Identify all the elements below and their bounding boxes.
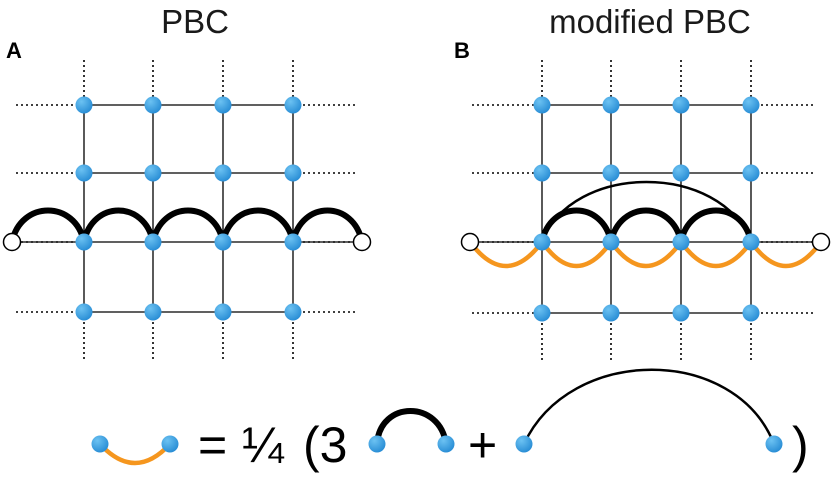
modified-bond [467, 239, 545, 269]
panel-b-title: modified PBC [549, 3, 751, 40]
modified-bond [748, 239, 824, 269]
lattice-site [75, 303, 93, 321]
equation-site [91, 435, 109, 453]
equation-site [515, 435, 533, 453]
lattice-site [144, 96, 162, 114]
lattice-site [144, 233, 162, 251]
panel-b-label: B [454, 38, 470, 63]
lattice-site [533, 96, 551, 114]
lattice-site [75, 233, 93, 251]
equation-site [368, 435, 386, 453]
equation-site [437, 435, 455, 453]
lattice-site [602, 164, 620, 182]
modified-bond [608, 239, 684, 269]
lattice-site [214, 233, 232, 251]
equation-plus: + [468, 417, 497, 473]
lattice-site [742, 96, 760, 114]
nearest-neighbor-bond [9, 207, 87, 245]
ghost-site [2, 232, 22, 252]
nearest-neighbor-bond [539, 207, 614, 245]
panel-a-grid-lines [12, 60, 362, 360]
modified-bond [678, 239, 754, 269]
equation-site [161, 435, 179, 453]
lattice-site [602, 96, 620, 114]
lattice-site [214, 164, 232, 182]
lattice-site [214, 96, 232, 114]
nearest-neighbor-bond [81, 207, 156, 245]
equation-nearest-bond [374, 408, 449, 447]
nearest-neighbor-bond [220, 207, 296, 245]
panel-a-label: A [6, 38, 22, 63]
panel-a-sites [2, 96, 372, 321]
lattice-site [284, 233, 302, 251]
equation: = ¼ (3 + ) [91, 368, 809, 473]
lattice-site [742, 233, 760, 251]
lattice-site [144, 164, 162, 182]
nearest-neighbor-bond [150, 207, 226, 245]
equation-site [765, 435, 783, 453]
lattice-site [672, 233, 690, 251]
nearest-neighbor-bond [608, 207, 684, 245]
panel-b-grid-lines [470, 60, 821, 361]
lattice-site [742, 164, 760, 182]
equation-long-range-bond [522, 368, 776, 446]
lattice-site [144, 303, 162, 321]
modified-bond [539, 239, 614, 269]
panel-b-bonds [467, 180, 824, 269]
equation-modified-bond [97, 441, 173, 466]
equation-fraction: ¼ [242, 417, 285, 473]
lattice-site [672, 96, 690, 114]
ghost-site [811, 232, 831, 252]
panel-b-sites [460, 96, 831, 322]
lattice-site [284, 303, 302, 321]
panel-a-title: PBC [161, 3, 229, 40]
lattice-site [533, 233, 551, 251]
lattice-site [533, 304, 551, 322]
panel-b-lattice [460, 60, 831, 361]
nearest-neighbor-bond [290, 207, 365, 245]
equation-open: (3 [303, 417, 347, 473]
lattice-site [284, 164, 302, 182]
panel-a-bonds [9, 207, 365, 245]
lattice-site [214, 303, 232, 321]
lattice-site [672, 164, 690, 182]
equation-close: ) [792, 417, 809, 473]
lattice-site [533, 164, 551, 182]
lattice-site [672, 304, 690, 322]
lattice-site [742, 304, 760, 322]
equation-equals: = [198, 417, 227, 473]
lattice-site [75, 96, 93, 114]
ghost-site [460, 232, 480, 252]
lattice-site [602, 304, 620, 322]
lattice-site [602, 233, 620, 251]
panel-a-lattice [2, 60, 372, 360]
ghost-site [352, 232, 372, 252]
nearest-neighbor-bond [678, 207, 754, 245]
lattice-site [75, 164, 93, 182]
lattice-site [284, 96, 302, 114]
